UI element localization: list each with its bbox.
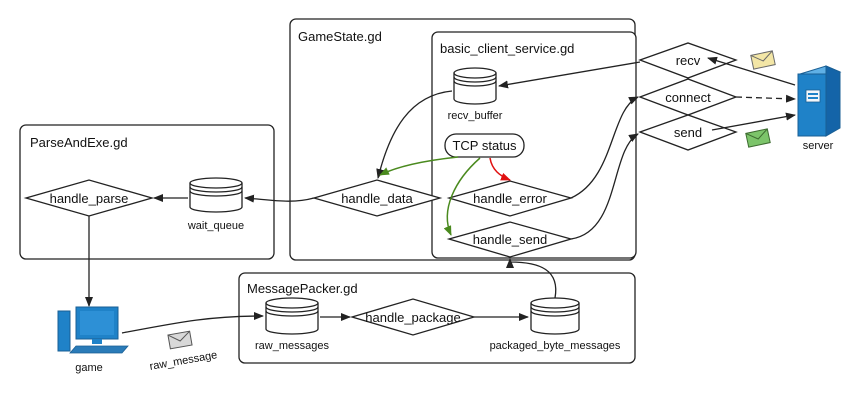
parse-and-exe-container: ParseAndExe.gd — [19, 124, 275, 260]
handle-data-label: handle_data — [341, 191, 413, 206]
gamestate-title: GameState.gd — [298, 29, 382, 44]
recv-label: recv — [676, 53, 701, 68]
packaged-byte-messages-storage: packaged_byte_messages — [490, 297, 621, 352]
envelope-icon — [745, 128, 771, 148]
send-node: send — [638, 114, 738, 151]
edge-handle-data-to-wait-queue — [244, 194, 315, 203]
handle-package-label: handle_package — [365, 310, 460, 325]
recv-buffer-label: recv_buffer — [448, 110, 503, 122]
edge-connect-to-server — [735, 94, 796, 103]
edge-tcp-status-to-handle-data — [379, 156, 459, 176]
raw-message-label: raw_message — [149, 349, 219, 373]
server-label: server — [803, 140, 834, 152]
raw-messages-label: raw_messages — [255, 340, 329, 352]
handle-parse-node: handle_parse — [23, 179, 155, 217]
edge-tcp-status-to-handle-error — [489, 157, 511, 181]
parse-and-exe-title: ParseAndExe.gd — [30, 135, 128, 150]
connect-label: connect — [665, 90, 711, 105]
edge-server-to-recv — [707, 56, 796, 86]
server-icon — [797, 65, 842, 137]
edge-handle-error-to-connect — [570, 96, 639, 199]
game-label: game — [75, 362, 103, 374]
recv-buffer-storage: recv_buffer — [448, 67, 503, 122]
handle-error-label: handle_error — [473, 191, 547, 206]
wait-queue-storage: wait_queue — [187, 177, 244, 232]
edge-recv-to-buffer — [498, 61, 641, 89]
raw-messages-storage: raw_messages — [255, 297, 329, 352]
handle-package-node: handle_package — [349, 298, 477, 336]
connect-node: connect — [638, 78, 738, 116]
packaged-byte-messages-label: packaged_byte_messages — [490, 340, 621, 352]
tcp-status-label: TCP status — [452, 138, 517, 153]
handle-data-node: handle_data — [311, 179, 443, 217]
wait-queue-label: wait_queue — [187, 220, 244, 232]
handle-send-label: handle_send — [473, 232, 547, 247]
tcp-status-node: TCP status — [444, 133, 525, 158]
edge-send-to-server — [711, 112, 796, 131]
envelope-icon — [167, 330, 193, 350]
client-service-title: basic_client_service.gd — [440, 41, 574, 56]
edge-packaged-to-handle-send — [506, 258, 557, 299]
send-label: send — [674, 125, 702, 140]
edge-handle-send-to-send — [570, 133, 639, 240]
envelope-icon — [750, 50, 776, 70]
computer-icon — [57, 306, 129, 354]
edge-game-to-raw-messages — [121, 312, 264, 334]
handle-parse-label: handle_parse — [50, 191, 129, 206]
edge-buffer-to-handle-data — [376, 90, 453, 179]
edge-tcp-status-to-handle-send — [443, 157, 481, 236]
recv-node: recv — [638, 42, 738, 79]
message-packer-title: MessagePacker.gd — [247, 281, 358, 296]
